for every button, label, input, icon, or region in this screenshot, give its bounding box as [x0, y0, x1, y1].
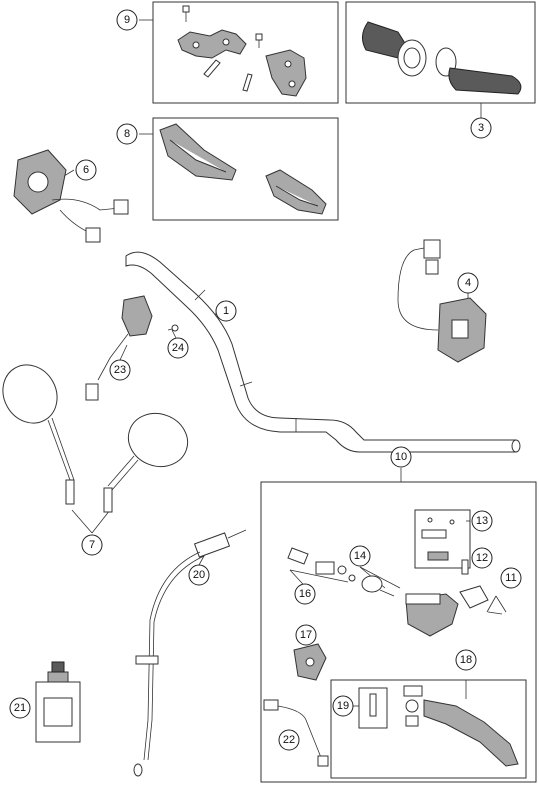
part-8-handguards [159, 123, 327, 215]
part-18-lever [403, 685, 519, 767]
callout-1: 1 [215, 300, 237, 322]
part-20-cable [133, 529, 247, 777]
svg-text:22: 22 [283, 734, 295, 746]
group-box-18 [330, 679, 527, 779]
part-21-fluid-bottle [35, 661, 81, 743]
part-11-master-cylinder [405, 585, 503, 637]
part-23-switch [85, 295, 153, 401]
callout-22: 22 [278, 729, 300, 751]
svg-text:13: 13 [476, 515, 488, 527]
callout-18: 18 [455, 649, 477, 671]
svg-text:20: 20 [193, 569, 205, 581]
callout-8: 8 [116, 123, 138, 145]
callout-7: 7 [81, 534, 103, 556]
svg-text:19: 19 [337, 700, 349, 712]
group-box-9 [152, 1, 339, 104]
part-13-reservoir-cap [421, 517, 455, 561]
callout-14: 14 [349, 545, 371, 567]
group-box-13 [414, 509, 471, 569]
callout-24: 24 [167, 337, 189, 359]
svg-text:18: 18 [460, 654, 472, 666]
group-box-8 [152, 117, 339, 221]
part-19-screw [369, 693, 377, 717]
svg-text:14: 14 [354, 550, 366, 562]
svg-text:8: 8 [124, 128, 130, 140]
callout-9: 9 [116, 9, 138, 31]
callout-12: 12 [471, 547, 493, 569]
callout-20: 20 [188, 564, 210, 586]
svg-text:6: 6 [83, 164, 89, 176]
svg-text:23: 23 [114, 364, 126, 376]
part-24-screw [167, 324, 179, 332]
svg-text:3: 3 [478, 122, 484, 134]
callout-6: 6 [75, 159, 97, 181]
svg-text:1: 1 [223, 305, 229, 317]
svg-text:24: 24 [172, 342, 184, 354]
part-12-pin [461, 559, 469, 575]
svg-text:17: 17 [300, 629, 312, 641]
callout-13: 13 [471, 510, 493, 532]
callout-3: 3 [470, 117, 492, 139]
callout-10: 10 [390, 446, 412, 468]
svg-text:11: 11 [505, 572, 516, 584]
group-box-3 [345, 1, 536, 104]
svg-text:12: 12 [476, 552, 488, 564]
part-1-handlebar [125, 251, 521, 453]
callout-23: 23 [109, 359, 131, 381]
svg-text:16: 16 [299, 588, 311, 600]
part-14-seal-kit [361, 575, 395, 597]
part-16-piston-kit [287, 547, 356, 582]
part-9-brackets [177, 5, 307, 97]
part-7-mirrors [2, 364, 189, 513]
callout-21: 21 [9, 697, 31, 719]
part-4-right-switch [397, 239, 487, 363]
svg-text:4: 4 [465, 277, 471, 289]
callout-17: 17 [295, 624, 317, 646]
group-box-10 [260, 481, 537, 783]
callout-11: 11 [500, 567, 522, 589]
svg-text:21: 21 [14, 702, 26, 714]
svg-text:7: 7 [89, 539, 95, 551]
callout-19: 19 [332, 695, 354, 717]
group-box-19 [358, 687, 388, 729]
part-3-grips [362, 21, 522, 95]
svg-text:9: 9 [124, 14, 130, 26]
part-6-left-switch [13, 149, 129, 243]
callout-16: 16 [294, 583, 316, 605]
svg-text:10: 10 [395, 451, 407, 463]
part-17-cover [293, 643, 327, 681]
part-22-switch-cable [263, 699, 329, 767]
callout-4: 4 [457, 272, 479, 294]
